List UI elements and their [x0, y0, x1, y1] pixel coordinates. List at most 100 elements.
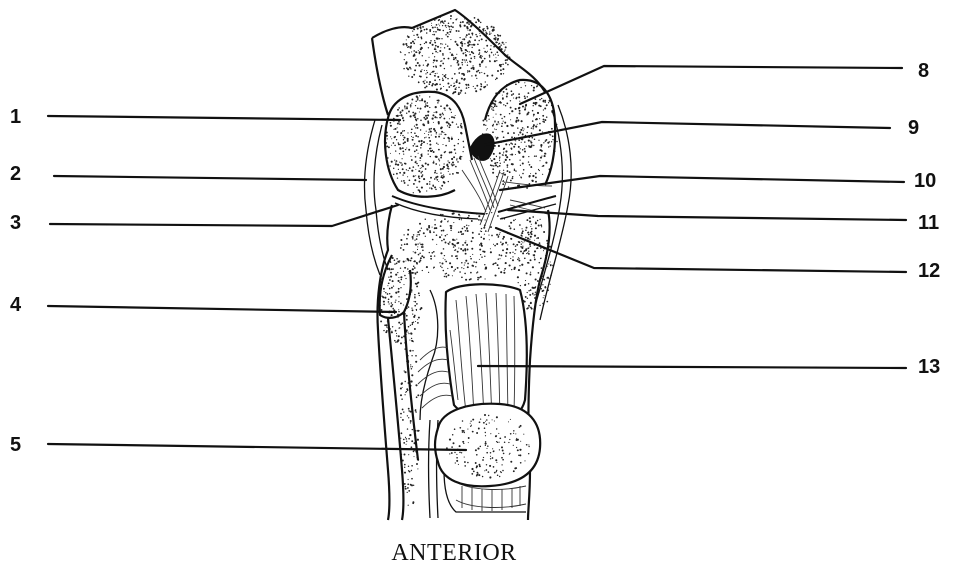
- stipple-dot: [426, 117, 428, 119]
- stipple-dot: [506, 248, 508, 250]
- stipple-dot: [455, 115, 456, 116]
- stipple-dot: [474, 39, 476, 41]
- patella: [435, 404, 540, 487]
- stipple-dot: [440, 22, 441, 23]
- stipple-dot: [484, 427, 486, 429]
- stipple-dot: [407, 483, 409, 485]
- stipple-dot: [499, 152, 501, 154]
- stipple-dot: [480, 446, 482, 448]
- stipple-dot: [467, 65, 468, 66]
- stipple-dot: [466, 87, 468, 89]
- stipple-dot: [497, 39, 499, 41]
- stipple-dot: [389, 303, 390, 304]
- stipple-dot: [410, 68, 411, 69]
- stipple-dot: [520, 129, 522, 131]
- stipple-dot: [539, 305, 540, 306]
- stipple-dot: [465, 92, 466, 93]
- stipple-dot: [544, 108, 546, 110]
- stipple-dot: [456, 87, 457, 88]
- stipple-dot: [403, 43, 405, 45]
- stipple-dot: [458, 63, 459, 64]
- stipple-dot: [405, 278, 406, 279]
- stipple-dot: [472, 34, 473, 35]
- stipple-dot: [397, 127, 398, 128]
- stipple-dot: [448, 162, 450, 164]
- stipple-dot: [448, 86, 450, 88]
- stipple-dot: [411, 257, 413, 259]
- stipple-dot: [427, 150, 429, 152]
- stipple-dot: [461, 50, 463, 52]
- stipple-dot: [409, 179, 411, 181]
- stipple-dot: [387, 138, 388, 139]
- stipple-dot: [507, 244, 508, 245]
- stipple-dot: [452, 26, 454, 28]
- stipple-dot: [550, 265, 552, 267]
- stipple-dot: [403, 180, 405, 182]
- stipple-dot: [522, 127, 524, 129]
- stipple-dot: [447, 125, 448, 126]
- stipple-dot: [500, 255, 502, 257]
- stipple-dot: [506, 164, 508, 166]
- stipple-dot: [518, 455, 520, 457]
- stipple-dot: [441, 230, 443, 232]
- stipple-dot: [491, 235, 493, 237]
- stipple-dot: [542, 290, 544, 292]
- stipple-dot: [543, 109, 544, 110]
- stipple-dot: [413, 28, 415, 30]
- stipple-dot: [494, 104, 496, 106]
- stipple-dot: [447, 243, 448, 244]
- stipple-dot: [468, 225, 469, 226]
- stipple-dot: [432, 150, 433, 151]
- stipple-dot: [450, 52, 451, 53]
- stipple-dot: [446, 89, 448, 91]
- stipple-dot: [505, 262, 507, 264]
- stipple-dot: [436, 142, 437, 143]
- stipple-dot: [421, 155, 423, 157]
- stipple-dot: [476, 272, 477, 273]
- stipple-dot: [445, 242, 447, 244]
- stipple-dot: [416, 396, 418, 398]
- stipple-dot: [428, 153, 429, 154]
- stipple-dot: [494, 122, 495, 123]
- stipple-dot: [461, 123, 462, 124]
- stipple-dot: [436, 83, 438, 85]
- stipple-dot: [428, 47, 429, 48]
- stipple-dot: [406, 67, 408, 69]
- stipple-dot: [406, 169, 407, 170]
- stipple-dot: [453, 86, 454, 87]
- stipple-dot: [470, 272, 472, 274]
- stipple-dot: [462, 431, 464, 433]
- stipple-dot: [408, 76, 409, 77]
- stipple-dot: [455, 255, 457, 257]
- stipple-dot: [418, 140, 420, 142]
- stipple-dot: [498, 123, 499, 124]
- stipple-dot: [396, 333, 397, 334]
- stipple-dot: [453, 212, 455, 214]
- stipple-dot: [505, 88, 507, 90]
- stipple-dot: [462, 244, 464, 246]
- stipple-dot: [414, 69, 416, 71]
- stipple-dot: [400, 387, 402, 389]
- stipple-dot: [513, 445, 514, 446]
- stipple-dot: [487, 75, 489, 77]
- stipple-dot: [497, 137, 499, 139]
- stipple-dot: [418, 50, 419, 51]
- stipple-dot: [486, 464, 487, 465]
- stipple-dot: [462, 59, 464, 61]
- stipple-dot: [534, 259, 536, 261]
- stipple-dot: [531, 137, 533, 139]
- stipple-dot: [412, 238, 414, 240]
- stipple-dot: [404, 483, 406, 485]
- stipple-dot: [524, 97, 526, 99]
- stipple-dot: [450, 18, 451, 19]
- stipple-dot: [463, 79, 465, 81]
- stipple-dot: [521, 142, 522, 143]
- stipple-dot: [419, 111, 420, 112]
- stipple-dot: [433, 128, 434, 129]
- stipple-dot: [456, 123, 457, 124]
- stipple-dot: [486, 419, 488, 421]
- stipple-dot: [388, 146, 390, 148]
- femur-shaft: [372, 10, 545, 115]
- stipple-dot: [415, 410, 416, 411]
- stipple-dot: [396, 139, 397, 140]
